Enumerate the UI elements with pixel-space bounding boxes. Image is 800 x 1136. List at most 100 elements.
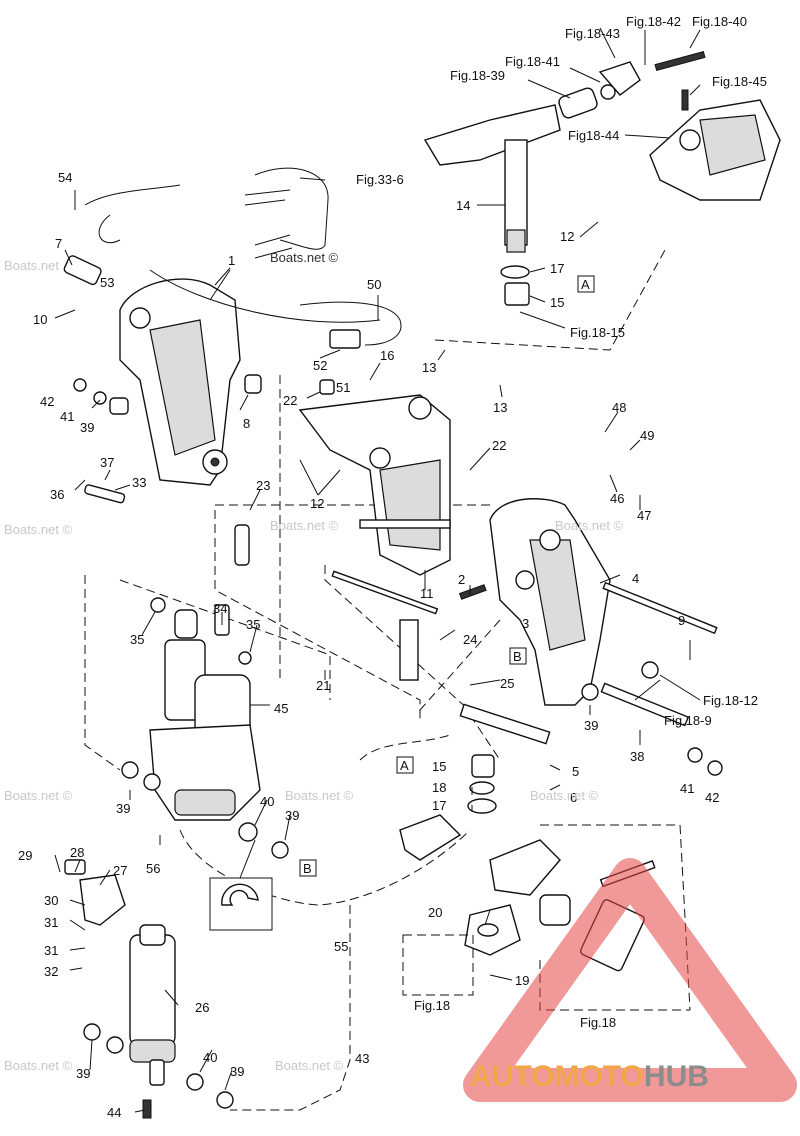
fig-ref-18-42: Fig.18-42 [626,14,681,29]
ref-letter-b-lower: B [303,861,312,876]
bracket-assembly-5 [399,703,656,972]
watermark: Boats.net © [4,1058,73,1073]
callout-50: 50 [367,277,381,292]
callout-43: 43 [355,1051,369,1066]
callout-39-a: 39 [80,420,94,435]
fig-ref-18-44: Fig18-44 [568,128,619,143]
fig-ref-18-9: Fig.18-9 [664,713,712,728]
fig-ref-33-6: Fig.33-6 [356,172,404,187]
fig-ref-18-40: Fig.18-40 [692,14,747,29]
callout-31-a: 31 [44,915,58,930]
leader-lines [54,27,701,1113]
trim-tilt-unit [121,597,289,859]
watermark: Boats.net © [270,518,339,533]
callout-40-b: 40 [203,1050,217,1065]
fig-ref-18-a: Fig.18 [414,998,450,1013]
bracket-left [119,278,241,486]
callout-31-b: 31 [44,943,58,958]
callout-35-a: 35 [130,632,144,647]
callout-7: 7 [55,236,62,251]
callout-3: 3 [522,616,529,631]
callout-21: 21 [316,678,330,693]
bracket-right [489,498,611,706]
callout-41-a: 41 [60,409,74,424]
automotohub-logo: AUTOMOTOHUB [463,858,797,1102]
callout-9: 9 [678,613,685,628]
watermarks: Boats.net © Boats.net Boats.net © Boats.… [4,250,624,1073]
callout-23: 23 [256,478,270,493]
fig-ref-18-43: Fig.18-43 [565,26,620,41]
callout-39-c: 39 [116,801,130,816]
fig-ref-18-b: Fig.18 [580,1015,616,1030]
fig-ref-18-15: Fig.18-15 [570,325,625,340]
figure-references: Fig.18-43 Fig.18-42 Fig.18-40 Fig.18-41 … [356,14,767,1030]
callout-54: 54 [58,170,72,185]
callout-55: 55 [334,939,348,954]
callout-8: 8 [243,416,250,431]
callout-5: 5 [572,764,579,779]
callout-40-a: 40 [260,794,274,809]
fig-ref-18-12: Fig.18-12 [703,693,758,708]
callout-56: 56 [146,861,160,876]
callout-42-a: 42 [40,394,54,409]
fig-ref-18-45: Fig.18-45 [712,74,767,89]
callout-6: 6 [570,790,577,805]
callout-32: 32 [44,964,58,979]
callout-19: 19 [515,973,529,988]
callout-30: 30 [44,893,58,908]
callout-48: 48 [612,400,626,415]
watermark: Boats.net © [275,1058,344,1073]
ref-letter-b-right: B [513,649,522,664]
fig-ref-18-41: Fig.18-41 [505,54,560,69]
cable [299,301,402,349]
callout-53: 53 [100,275,114,290]
svg-text:AUTOMOTOHUB: AUTOMOTOHUB [470,1060,709,1093]
small-parts [63,255,723,776]
fig-ref-18-39: Fig.18-39 [450,68,505,83]
callout-28: 28 [70,845,84,860]
steering-shaft [423,104,561,306]
callout-17-a: 17 [432,798,446,813]
callout-45: 45 [274,701,288,716]
callout-18: 18 [432,780,446,795]
watermark: Boats.net [4,258,59,273]
watermark: Boats.net © [555,518,624,533]
callout-10: 10 [33,312,47,327]
logo-text-primary: AUTOMOTO [470,1060,644,1093]
callout-52: 52 [313,358,327,373]
ref-letter-a-lower: A [400,758,409,773]
callout-1: 1 [228,253,235,268]
callout-22-b: 22 [492,438,506,453]
callout-39-d: 39 [285,808,299,823]
callout-13-a: 13 [422,360,436,375]
callout-47: 47 [637,508,651,523]
logo-text-secondary: HUB [644,1060,709,1093]
callout-25: 25 [500,676,514,691]
tilt-cylinder [64,859,234,1119]
callout-27: 27 [113,863,127,878]
callout-15-a: 15 [432,759,446,774]
callout-33: 33 [132,475,146,490]
callout-51: 51 [336,380,350,395]
callout-2: 2 [458,572,465,587]
callout-42-b: 42 [705,790,719,805]
callout-12-a: 12 [310,496,324,511]
watermark: Boats.net © [4,788,73,803]
callout-26: 26 [195,1000,209,1015]
callout-14: 14 [456,198,470,213]
callout-49: 49 [640,428,654,443]
ref-letter-a-top: A [581,277,590,292]
callout-37: 37 [100,455,114,470]
callout-15-b: 15 [550,295,564,310]
callout-17-b: 17 [550,261,564,276]
callout-4: 4 [632,571,639,586]
upper-mount-assembly [558,51,781,201]
callout-39-g: 39 [230,1064,244,1079]
callout-46: 46 [610,491,624,506]
callout-41-b: 41 [680,781,694,796]
callout-39-b: 39 [584,718,598,733]
assembly-guide-lines [84,249,691,1111]
watermark: Boats.net © [4,522,73,537]
seal-detail-inset [209,839,273,931]
